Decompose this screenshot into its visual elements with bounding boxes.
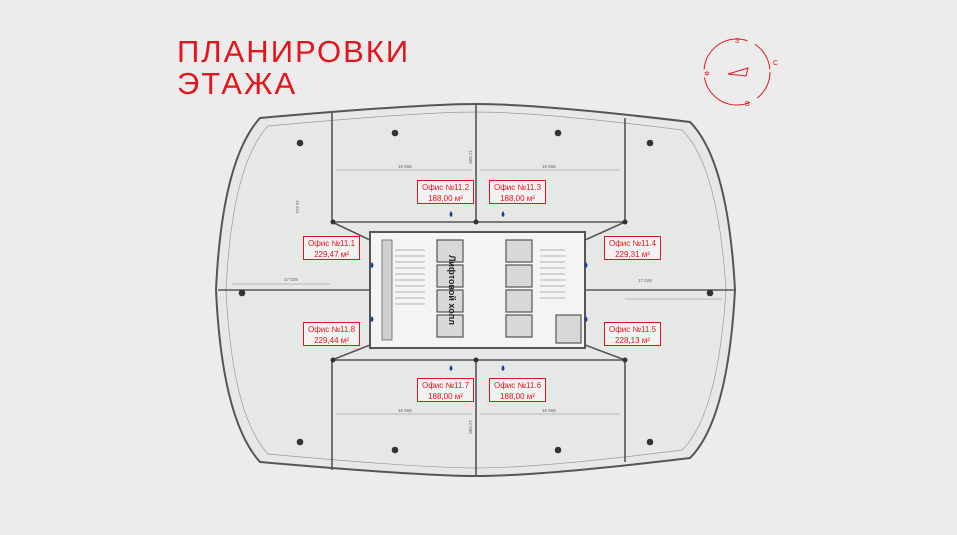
office-label-11-5[interactable]: Офис №11.5 228,13 м² bbox=[604, 322, 661, 346]
stairs bbox=[395, 249, 565, 305]
office-name: Офис №11.3 bbox=[493, 183, 542, 192]
dimension-lines bbox=[232, 169, 722, 415]
office-label-11-6[interactable]: Офис №11.6 188,00 м² bbox=[489, 378, 546, 402]
page-title: ПЛАНИРОВКИ ЭТАЖА bbox=[177, 36, 410, 100]
office-label-11-1[interactable]: Офис №11.1 229,47 м² bbox=[303, 236, 360, 260]
columns bbox=[238, 129, 714, 454]
office-name: Офис №11.2 bbox=[421, 183, 470, 192]
office-name: Офис №11.1 bbox=[307, 239, 356, 248]
dim-bottom-center: 12 500 bbox=[468, 420, 473, 434]
office-name: Офис №11.7 bbox=[421, 381, 470, 390]
compass-icon: З С В ✲ bbox=[703, 38, 778, 108]
office-label-11-3[interactable]: Офис №11.3 188,00 м² bbox=[489, 180, 546, 204]
dim-bottom-right: 15 668 bbox=[542, 408, 556, 413]
office-name: Офис №11.6 bbox=[493, 381, 542, 390]
water-drop-icons bbox=[370, 211, 588, 371]
dim-side-height: 15 611 bbox=[295, 200, 300, 214]
office-name: Офис №11.8 bbox=[307, 325, 356, 334]
office-area: 229,31 м² bbox=[615, 250, 650, 259]
office-name: Офис №11.5 bbox=[608, 325, 657, 334]
dim-top-right: 15 668 bbox=[542, 164, 556, 169]
dim-top-left: 15 668 bbox=[398, 164, 412, 169]
office-area: 188,00 м² bbox=[428, 392, 463, 401]
compass-north: З bbox=[735, 38, 739, 45]
elevator-hall-label: Лифтовой холл bbox=[447, 255, 457, 325]
office-name: Офис №11.4 bbox=[608, 239, 657, 248]
compass-west-icon: ✲ bbox=[704, 70, 710, 78]
dim-top-center: 12 500 bbox=[468, 150, 473, 164]
office-label-11-2[interactable]: Офис №11.2 188,00 м² bbox=[417, 180, 474, 204]
office-area: 229,44 м² bbox=[314, 336, 349, 345]
dim-left: 17 029 bbox=[284, 277, 298, 282]
page-title-line1: ПЛАНИРОВКИ bbox=[177, 34, 411, 69]
office-area: 228,13 м² bbox=[615, 336, 650, 345]
office-label-11-7[interactable]: Офис №11.7 188,00 м² bbox=[417, 378, 474, 402]
office-area: 229,47 м² bbox=[314, 250, 349, 259]
office-label-11-4[interactable]: Офис №11.4 229,31 м² bbox=[604, 236, 661, 260]
elevators bbox=[436, 239, 533, 338]
dim-right: 17 026 bbox=[638, 278, 652, 283]
office-label-11-8[interactable]: Офис №11.8 229,44 м² bbox=[303, 322, 360, 346]
dim-bottom-left: 15 668 bbox=[398, 408, 412, 413]
core bbox=[369, 231, 586, 349]
office-area: 188,00 м² bbox=[500, 194, 535, 203]
compass-east: С bbox=[773, 60, 778, 67]
office-area: 188,00 м² bbox=[500, 392, 535, 401]
office-area: 188,00 м² bbox=[428, 194, 463, 203]
page-title-line2: ЭТАЖА bbox=[177, 66, 298, 101]
compass-south: В bbox=[745, 101, 750, 108]
